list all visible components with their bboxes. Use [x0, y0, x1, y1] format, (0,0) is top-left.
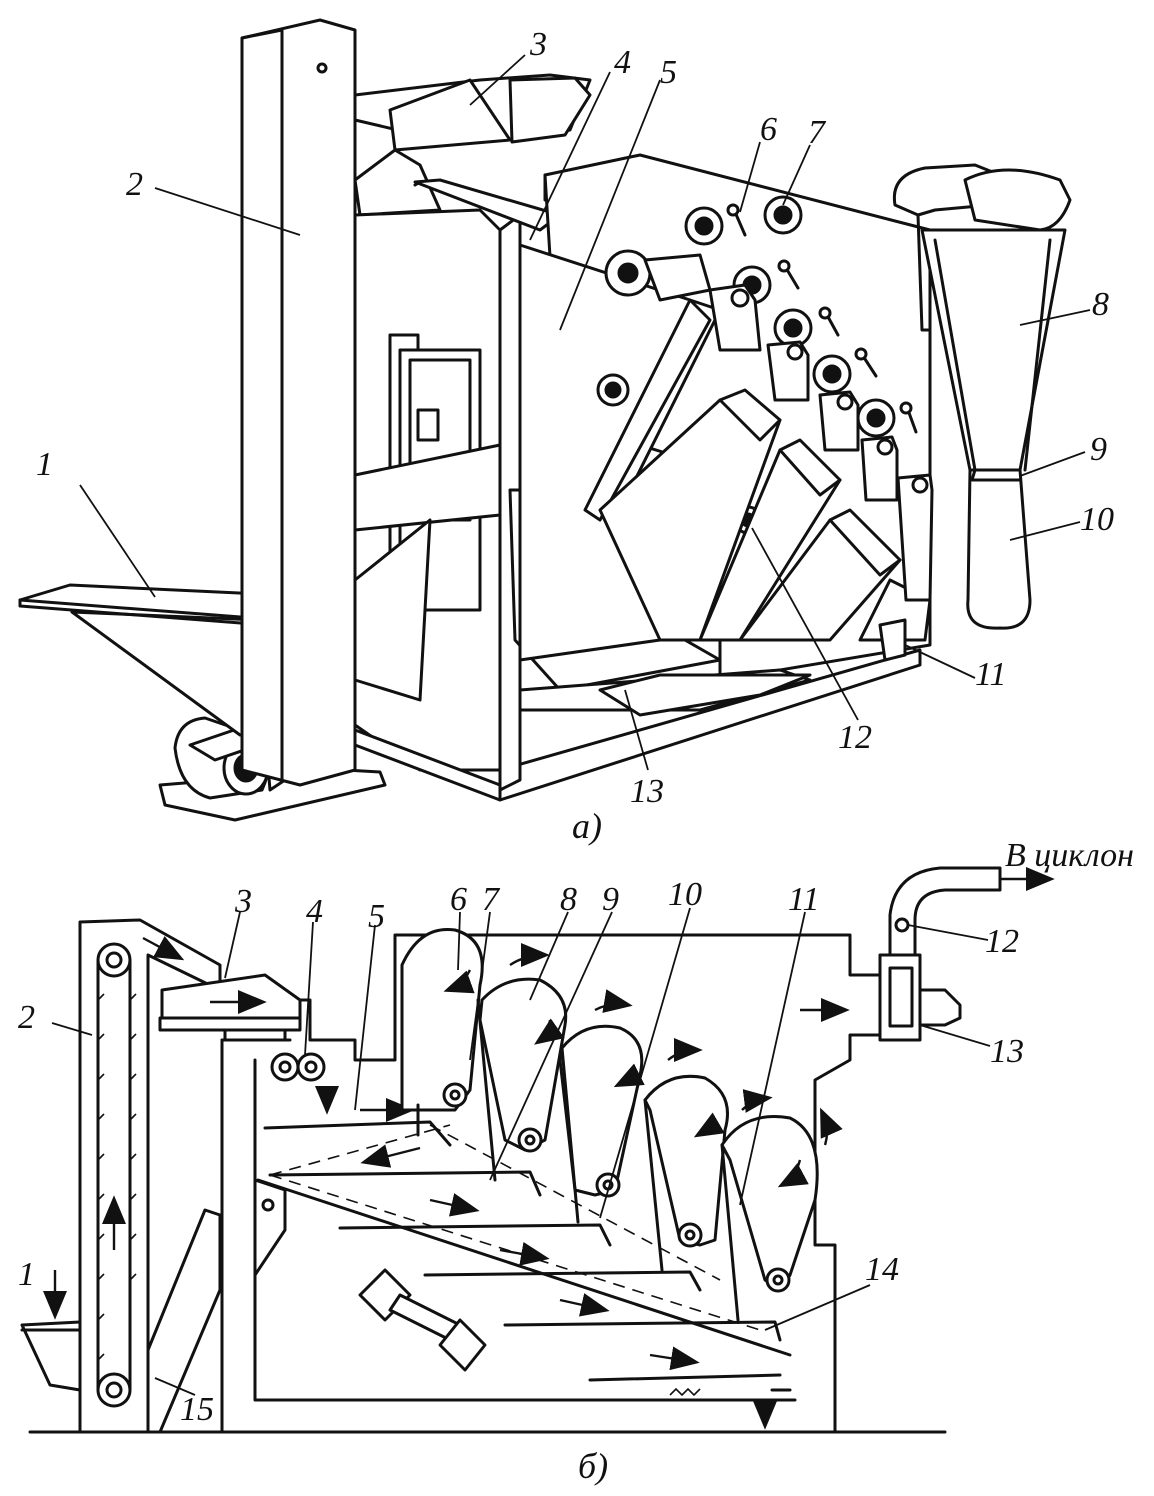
label-4: 4	[614, 44, 631, 81]
distributor	[158, 973, 302, 1042]
label-8: 8	[1092, 286, 1109, 323]
label-11: 11	[975, 656, 1006, 693]
caption-b: б)	[578, 1446, 608, 1486]
label-6: 6	[760, 111, 777, 148]
label-5: 5	[660, 54, 677, 91]
feed-rollers	[270, 1052, 339, 1115]
aspiration-channels	[400, 927, 843, 1322]
bucket-elevator	[78, 918, 222, 1434]
label-b10: 10	[668, 876, 702, 913]
vibration-drive	[358, 1268, 487, 1372]
label-12: 12	[838, 719, 872, 756]
label-b14: 14	[865, 1251, 899, 1288]
label-b6: 6	[450, 881, 467, 918]
bottom-labels: 1 2 3 4 5 6 7 8 9 10 11 12 13 1	[18, 876, 1024, 1428]
elevator-column	[240, 18, 357, 787]
label-b3: 3	[234, 883, 252, 920]
top-chute	[353, 73, 592, 217]
label-b11: 11	[788, 881, 819, 918]
stepped-channels	[598, 388, 932, 642]
adjusting-screws	[726, 203, 918, 434]
perspective-view: 1 2 3 4 5 6 7 8 9 10 11 12 13 а)	[18, 18, 1114, 846]
top-labels: 1 2 3 4 5 6 7 8 9 10 11 12 13	[36, 26, 1114, 810]
label-b15: 15	[180, 1391, 214, 1428]
section-view: В циклон 1 2 3 4 5 6 7 8 9 10	[18, 837, 1134, 1486]
label-b4: 4	[306, 893, 323, 930]
label-b13: 13	[990, 1033, 1024, 1070]
label-b2: 2	[18, 999, 35, 1036]
outlet-label: В циклон	[1005, 837, 1134, 874]
cyclone	[892, 163, 1072, 630]
label-10: 10	[1080, 501, 1114, 538]
label-b7: 7	[482, 881, 501, 918]
roller	[604, 249, 712, 302]
label-b5: 5	[368, 898, 385, 935]
label-2: 2	[126, 166, 143, 203]
label-1: 1	[36, 446, 53, 483]
label-b1: 1	[18, 1256, 35, 1293]
label-3: 3	[529, 26, 547, 63]
sieve-decks	[256, 1098, 792, 1382]
levers	[708, 283, 934, 602]
label-b12: 12	[985, 923, 1019, 960]
label-7: 7	[808, 114, 827, 151]
separator-housing	[220, 933, 882, 1434]
caption-a: а)	[572, 806, 602, 846]
label-9: 9	[1090, 431, 1107, 468]
label-b9: 9	[602, 881, 619, 918]
label-b8: 8	[560, 881, 577, 918]
label-13: 13	[630, 773, 664, 810]
